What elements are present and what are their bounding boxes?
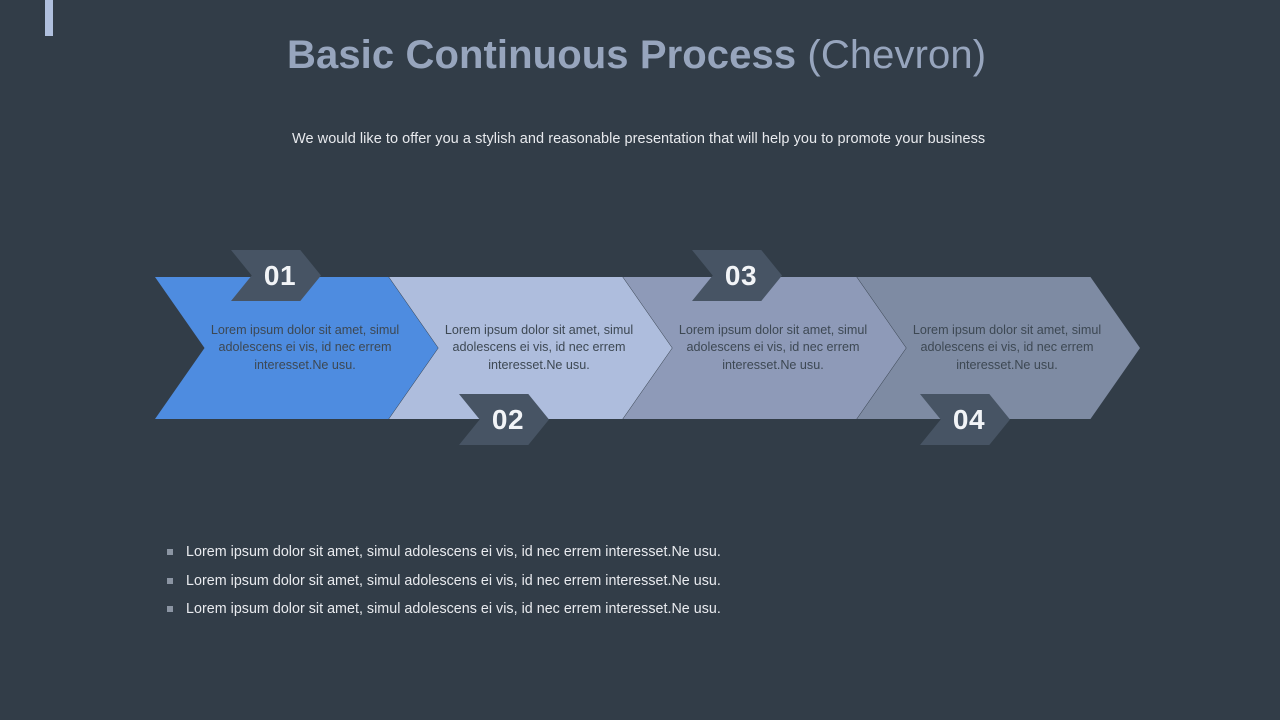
list-item-text: Lorem ipsum dolor sit amet, simul adoles… <box>186 572 721 589</box>
list-item: Lorem ipsum dolor sit amet, simul adoles… <box>167 542 867 571</box>
list-item: Lorem ipsum dolor sit amet, simul adoles… <box>167 599 867 628</box>
list-item-text: Lorem ipsum dolor sit amet, simul adoles… <box>186 544 721 560</box>
chevron-step-2-number: 02 <box>491 403 525 435</box>
chevron-step-3-number: 03 <box>724 259 758 291</box>
square-bullet-icon <box>167 549 173 555</box>
square-bullet-icon <box>167 577 173 584</box>
chevron-process-diagram: Lorem ipsum dolor sit amet, simul adoles… <box>0 240 1280 455</box>
page-subtitle: We would like to offer you a stylish and… <box>292 131 986 147</box>
chevron-step-4-number: 04 <box>952 403 986 435</box>
list-item: Lorem ipsum dolor sit amet, simul adoles… <box>167 571 867 600</box>
square-bullet-icon <box>167 606 173 612</box>
chevron-step-1-number: 01 <box>263 259 297 291</box>
bullet-list: Lorem ipsum dolor sit amet, simul adoles… <box>167 542 867 628</box>
page-title-suffix: (Chevron) <box>807 33 987 77</box>
accent-bar <box>45 0 53 36</box>
page-title: Basic Continuous Process (Chevron) <box>287 26 1217 84</box>
page-title-main: Basic Continuous Process <box>287 33 808 77</box>
list-item-text: Lorem ipsum dolor sit amet, simul adoles… <box>186 601 721 617</box>
